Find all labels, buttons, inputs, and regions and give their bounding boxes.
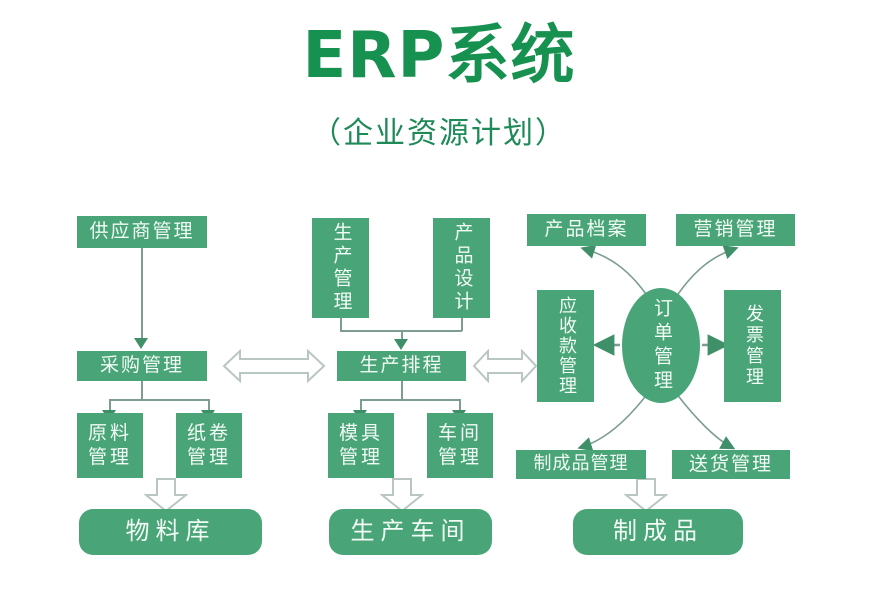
line-scheduling-stem (401, 381, 403, 400)
node-invoice-management[interactable]: 发票管理 (724, 290, 781, 402)
node-product-archive[interactable]: 产品档案 (527, 214, 646, 246)
curve-order-to-product-archive (580, 244, 649, 298)
page-title: ERP系统 (302, 19, 576, 93)
arrowhead-supplier-to-purchasing (134, 338, 148, 349)
curve-order-to-marketing (675, 245, 739, 298)
line-product-design-drop (461, 318, 463, 331)
block-arrow-purchasing-scheduling (222, 348, 326, 384)
arrowhead-bus-to-scheduling (394, 339, 408, 350)
line-purchasing-to-paperroll (208, 399, 210, 413)
line-production-mgmt-drop (340, 318, 342, 331)
block-arrow-scheduling-receivables (472, 348, 538, 384)
line-scheduling-to-mold (360, 399, 362, 413)
node-material-warehouse[interactable]: 物料库 (79, 509, 262, 555)
node-paper-roll-management[interactable]: 纸卷 管理 (176, 413, 242, 478)
node-production-scheduling[interactable]: 生产排程 (337, 351, 466, 381)
node-marketing-management[interactable]: 营销管理 (676, 214, 795, 246)
curve-order-to-delivery (675, 392, 736, 450)
node-finished-goods-management[interactable]: 制成品管理 (516, 450, 646, 479)
node-order-management[interactable]: 订单管理 (622, 288, 700, 403)
node-product-design[interactable]: 产品设计 (433, 218, 490, 318)
node-production-workshop[interactable]: 生产车间 (329, 509, 492, 555)
node-production-management[interactable]: 生产管理 (312, 218, 369, 318)
page-subtitle: （企业资源计划） (311, 116, 567, 151)
block-arrow-raw-to-material-warehouse (143, 478, 189, 513)
block-arrow-finished-goods-mgmt-to-finished-goods (623, 478, 669, 513)
node-supplier-management[interactable]: 供应商管理 (77, 216, 207, 248)
line-purchasing-stem (141, 381, 143, 400)
line-purchasing-bus (109, 399, 209, 401)
node-raw-material-management[interactable]: 原料 管理 (77, 413, 143, 478)
line-supplier-to-purchasing (141, 248, 143, 340)
node-finished-goods[interactable]: 制成品 (573, 509, 743, 555)
node-delivery-management[interactable]: 送货管理 (672, 450, 790, 479)
block-arrow-mold-to-production-workshop (379, 478, 425, 513)
node-mold-management[interactable]: 模具 管理 (328, 413, 394, 478)
node-purchasing-management[interactable]: 采购管理 (77, 351, 207, 381)
line-purchasing-to-raw (109, 399, 111, 413)
line-scheduling-to-workshop (459, 399, 461, 413)
curve-order-to-finished-goods-mgmt (577, 392, 649, 451)
node-receivables-management[interactable]: 应收款管理 (537, 290, 594, 402)
line-scheduling-bus (360, 399, 460, 401)
line-bus-to-scheduling (401, 330, 403, 341)
node-workshop-management[interactable]: 车间 管理 (427, 413, 493, 478)
